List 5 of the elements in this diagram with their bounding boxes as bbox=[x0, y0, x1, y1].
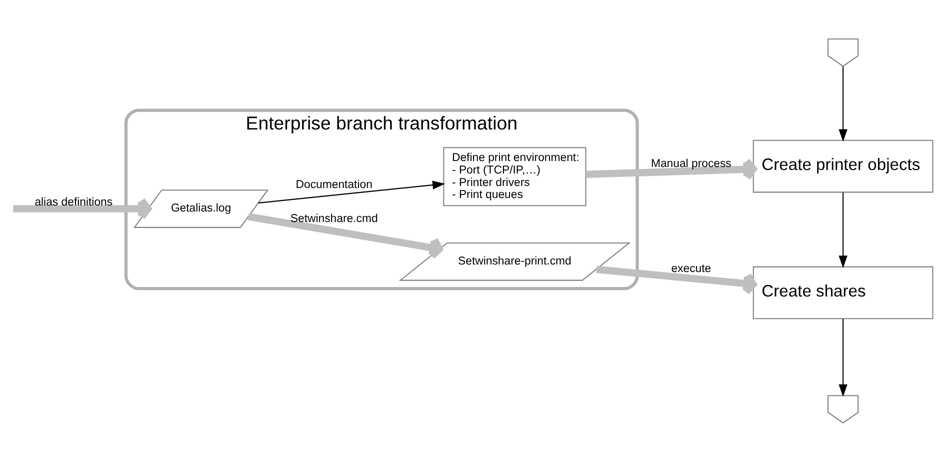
edge-label: Manual process bbox=[650, 158, 732, 170]
edge-label: Setwinshare.cmd bbox=[290, 213, 378, 226]
edge-label: execute bbox=[671, 262, 712, 275]
edge-label: Documentation bbox=[296, 178, 372, 191]
edge-label: alias definitions bbox=[34, 196, 113, 208]
